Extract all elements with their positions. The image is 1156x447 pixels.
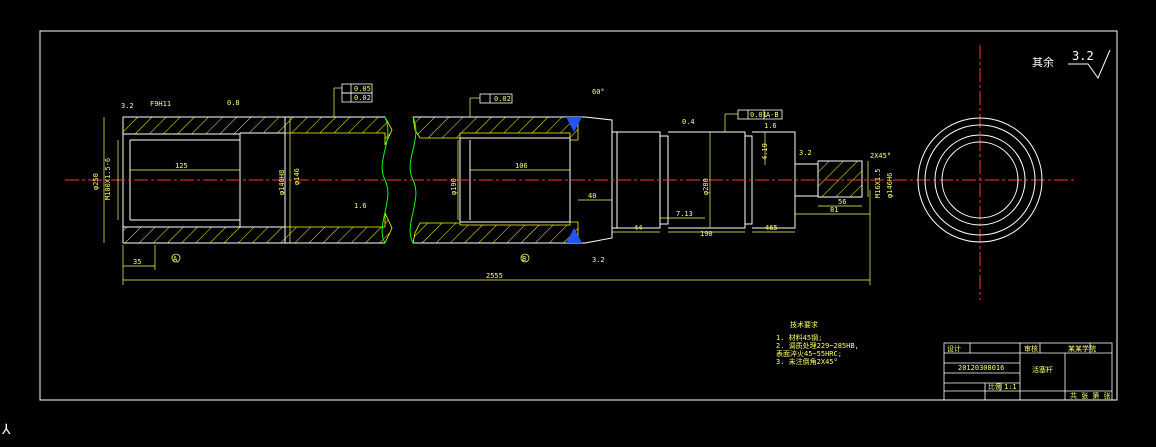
dim-56: 56	[838, 198, 846, 206]
dim-thread-left: M100X1.5-6	[104, 158, 112, 200]
dim-bore-depth-2: 106	[515, 162, 528, 170]
roughness-4: 3.2	[592, 256, 605, 264]
dim-angle: 60°	[592, 88, 605, 96]
datum-b-marker	[520, 253, 530, 263]
roughness-symbol-icon	[1068, 49, 1111, 80]
chamfer-marker-top	[566, 117, 582, 132]
dim-diam-146b: φ146H6	[886, 173, 894, 198]
title-check-label: 审核	[1024, 344, 1038, 353]
dim-diam-146: φ146	[293, 168, 301, 185]
dim-chamfer: 2X45°	[870, 152, 891, 160]
roughness-7: 1.6	[764, 122, 777, 130]
title-block	[943, 342, 1113, 401]
dim-bore-depth-1: 125	[175, 162, 188, 170]
roughness-rest-label: 其余	[1032, 55, 1054, 69]
roughness-5: 0.4	[682, 118, 695, 126]
dim-81: 81	[830, 206, 838, 214]
dim-465: 465	[765, 224, 778, 232]
title-scale-label: 比例	[988, 382, 1002, 391]
dim-713: 7.13	[676, 210, 693, 218]
chamfer-marker-bottom	[566, 228, 582, 243]
dimension-lines	[103, 87, 871, 285]
title-sheet: 共 张 第 张	[1070, 391, 1111, 400]
end-view	[917, 117, 1043, 243]
gdt-3-ref: A-B	[766, 111, 779, 119]
dim-slot: F9H11	[150, 100, 171, 108]
dim-diam-280: φ280	[702, 178, 710, 195]
gdt-2: 0.02	[494, 95, 511, 103]
title-drawing-no: 20120308016	[958, 364, 1004, 372]
dim-diam-250: φ250	[92, 173, 100, 190]
roughness-1: 3.2	[121, 102, 134, 110]
title-designer-label: 设计	[947, 344, 961, 353]
datum-b: B	[522, 255, 526, 263]
datum-a: A	[173, 255, 178, 263]
tech-req-title: 技术要求	[790, 320, 818, 329]
dim-44: 44	[634, 224, 642, 232]
roughness-rest-value: 3.2	[1072, 49, 1094, 63]
dim-left-offset: 35	[133, 258, 141, 266]
gdt-1-row2: 0.02	[354, 94, 371, 102]
title-scale: 1:1	[1004, 383, 1017, 391]
gdt-3-tol: 0.01	[750, 111, 767, 119]
title-school: 某某学院	[1068, 344, 1096, 353]
dim-thread-right: M16X1.5	[874, 168, 882, 198]
dim-diam-140: φ140H8	[278, 170, 286, 195]
roughness-2: 0.8	[227, 99, 240, 107]
tech-req-line-1: 1. 材料45钢;	[776, 333, 822, 342]
tech-req-line-2: 2. 调质处理229~285HB,	[776, 341, 859, 350]
datum-a-marker	[171, 253, 181, 263]
gdt-frames	[341, 83, 783, 120]
roughness-6: 3.2	[799, 149, 812, 157]
title-part-name: 活塞杆	[1032, 365, 1053, 374]
dim-40: 40	[588, 192, 596, 200]
tech-req-line-4: 3. 未注倒角2X45°	[776, 357, 838, 366]
drawing-border	[39, 30, 1118, 401]
dim-diam-190: φ190	[450, 178, 458, 195]
ucs-axis-icon: ⅄	[2, 422, 11, 438]
tech-req-line-3: 表面淬火45~55HRC;	[776, 349, 842, 358]
gdt-1-row1: 0.05	[354, 85, 371, 93]
dim-total-length: 2555	[486, 272, 503, 280]
dim-190: 190	[700, 230, 713, 238]
roughness-3: 1.6	[354, 202, 367, 210]
dim-depth: 4.19	[761, 143, 769, 160]
